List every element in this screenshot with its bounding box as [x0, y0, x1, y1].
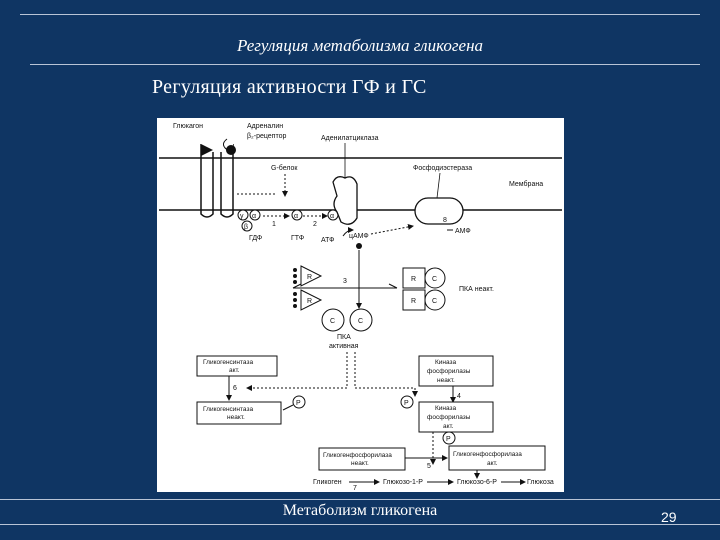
phosphodiesterase-label: Фосфодиэстераза [413, 165, 472, 172]
gs-inactive-line1: Гликогенсинтаза [203, 406, 253, 413]
svg-text:R: R [411, 298, 416, 305]
adenylate-cyclase-shape [332, 176, 358, 225]
step-2: 2 [313, 221, 317, 228]
pka-active-label-2: активная [329, 343, 359, 350]
gs-phosphate: P [296, 400, 301, 407]
adrenaline-ligand-icon [226, 145, 236, 155]
footer-rule-bottom [0, 524, 720, 525]
gs-active-box [196, 355, 278, 377]
gs-inactive-box [196, 401, 282, 425]
alpha-subunit: α [252, 213, 256, 220]
glucagon-ligand-icon [201, 144, 213, 156]
adenylate-cyclase-label: Аденилатциклаза [321, 135, 379, 142]
r-subunit-2: R [293, 289, 323, 311]
step-1: 1 [272, 221, 276, 228]
gp-phosphate: P [446, 436, 451, 443]
gp-inactive-line1: Гликогенфосфорилаза [323, 452, 392, 459]
step-5: 5 [427, 463, 431, 470]
glycogen-regulation-diagram: Мембрана Глюкагон Адреналин β₂-рецептор … [157, 118, 564, 492]
pk-active-line2: фосфорилазы [427, 414, 471, 421]
alpha-bound: α [330, 213, 334, 220]
step-3: 3 [343, 278, 347, 285]
pk-inactive-box [418, 355, 494, 387]
header-title: Регуляция метаболизма гликогена [236, 36, 484, 55]
pka-inactive-complex: R C R C [402, 267, 446, 311]
svg-text:R: R [307, 274, 312, 281]
diagram-svg: Мембрана Глюкагон Адреналин β₂-рецептор … [159, 123, 562, 492]
svg-text:R: R [411, 276, 416, 283]
svg-text:C: C [330, 318, 335, 325]
gp-active-line2: акт. [487, 460, 498, 467]
beta-subunit: β [244, 224, 248, 231]
alpha-active: α [294, 213, 298, 220]
g6p-label: Глюкозо-6-Р [457, 479, 497, 486]
phosphodiesterase-shape [414, 197, 464, 225]
pka-inactive-label: ПКА неакт. [459, 286, 494, 293]
camp-label: цАМФ [349, 233, 369, 240]
header-underline [30, 64, 700, 65]
gamma-subunit: γ [240, 213, 244, 220]
page-number: 29 [661, 509, 677, 525]
r-subunit-1: R [293, 265, 323, 287]
g1p-label: Глюкозо-1-Р [383, 479, 423, 486]
pka-active-c2: C [349, 308, 373, 332]
footer-title: Метаболизм гликогена [282, 502, 438, 519]
amp-label: АМФ [455, 228, 471, 235]
svg-text:R: R [307, 298, 312, 305]
pk-active-box [418, 401, 494, 433]
camp-dot [356, 243, 362, 249]
pk-inactive-line1: Киназа [435, 359, 457, 366]
svg-text:C: C [432, 276, 437, 283]
gp-inactive-box [318, 447, 406, 471]
adrenaline-label: Адреналин [247, 123, 283, 130]
gs-active-line1: Гликогенсинтаза [203, 359, 253, 366]
glycogen-label: Гликоген [313, 479, 342, 486]
glucagon-receptor [200, 144, 234, 218]
atp-label: АТФ [321, 237, 335, 244]
gp-inactive-line2: неакт. [351, 460, 369, 467]
g-protein-label: G-белок [271, 164, 298, 172]
pk-phosphate: P [404, 400, 409, 407]
pk-active-line1: Киназа [435, 405, 457, 412]
gtp-label: ГТФ [291, 235, 304, 242]
gdp-label: ГДФ [249, 235, 262, 242]
pka-active-label-1: ПКА [337, 334, 351, 341]
beta2-receptor-label: β₂-рецептор [247, 133, 286, 140]
gs-inactive-line2: неакт. [227, 414, 245, 421]
pka-active-c1: C [321, 308, 345, 332]
svg-text:C: C [432, 298, 437, 305]
glucose-label: Глюкоза [527, 479, 554, 486]
membrane-label: Мембрана [509, 180, 543, 188]
step-4: 4 [457, 393, 461, 400]
glucagon-label: Глюкагон [173, 123, 203, 130]
pk-inactive-line3: неакт. [437, 377, 455, 384]
gs-active-line2: акт. [229, 367, 240, 374]
gp-active-line1: Гликогенфосфорилаза [453, 451, 522, 458]
step-8: 8 [443, 217, 447, 224]
top-rule [20, 14, 700, 15]
svg-text:C: C [358, 318, 363, 325]
pk-inactive-line2: фосфорилазы [427, 368, 471, 375]
pk-active-line3: акт. [443, 423, 454, 430]
step-7: 7 [353, 485, 357, 492]
step-6: 6 [233, 385, 237, 392]
slide-subtitle: Регуляция активности ГФ и ГС [152, 76, 427, 98]
gp-active-box [448, 445, 546, 471]
footer-rule-top [0, 499, 720, 500]
